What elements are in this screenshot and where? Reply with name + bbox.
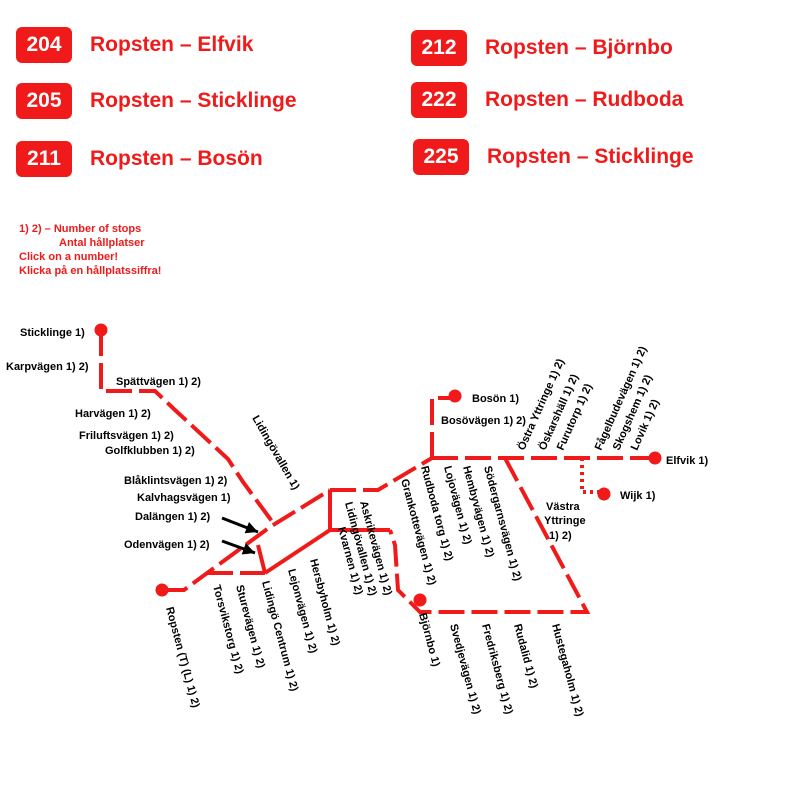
- terminal-dots: [94, 323, 662, 607]
- route-name[interactable]: Ropsten – Björnbo: [485, 36, 673, 59]
- ropsten-terminal-dot: [155, 583, 169, 597]
- stop-label-ropsten[interactable]: Ropsten (T) (L) 1) 2): [163, 606, 202, 710]
- route-number-badge[interactable]: 211: [16, 141, 72, 177]
- route-number-badge[interactable]: 222: [411, 82, 467, 118]
- stop-label-elfvikstop[interactable]: Elfvik 1): [666, 455, 709, 467]
- stop-label-blaklintsvagen[interactable]: Blåklintsvägen 1) 2): [124, 475, 228, 487]
- route-211[interactable]: 211 Ropsten – Bosön: [16, 141, 263, 177]
- arrow-icon: [221, 516, 259, 534]
- stop-label-golfklubben[interactable]: Golfklubben 1) 2): [105, 445, 195, 457]
- route-name[interactable]: Ropsten – Rudboda: [485, 88, 684, 111]
- route-204[interactable]: 204 Ropsten – Elfvik: [16, 27, 253, 63]
- route-205[interactable]: 205 Ropsten – Sticklinge: [16, 83, 297, 119]
- wijk-terminal-dot: [597, 487, 611, 501]
- stop-label-harvagen[interactable]: Harvägen 1) 2): [75, 408, 151, 420]
- stop-label-vastra-yttringe-2[interactable]: Yttringe: [544, 515, 586, 527]
- arrow-icon: [221, 539, 256, 555]
- stop-label-vastra-yttringe-1[interactable]: Västra: [546, 501, 581, 513]
- stop-label-spattvagen[interactable]: Spättvägen 1) 2): [116, 376, 201, 388]
- sticklinge-terminal-dot: [94, 323, 108, 337]
- stop-label-kalvhagsvagen[interactable]: Kalvhagsvägen 1): [137, 492, 231, 504]
- route-number-badge[interactable]: 225: [413, 139, 469, 175]
- stop-label-friluftsvagen[interactable]: Friluftsvägen 1) 2): [79, 430, 174, 442]
- route-name[interactable]: Ropsten – Sticklinge: [487, 145, 694, 168]
- route-number-badge[interactable]: 212: [411, 30, 467, 66]
- bjornbo-terminal-dot: [413, 593, 427, 607]
- bosonstop-terminal-dot: [448, 389, 462, 403]
- legend-line: Antal hållplatser: [59, 237, 145, 249]
- stop-label-rudalid[interactable]: Rudalid 1) 2): [511, 623, 540, 690]
- route-212[interactable]: 212 Ropsten – Björnbo: [411, 30, 673, 66]
- stop-label-svedjevagen[interactable]: Svedjevägen 1) 2): [447, 623, 483, 716]
- route-line-segment: [162, 488, 332, 592]
- legend: 1) 2) – Number of stops Antal hållplatse…: [19, 222, 161, 278]
- stop-label-wijk[interactable]: Wijk 1): [620, 490, 656, 502]
- route-line-segment: [256, 544, 267, 574]
- route-number-badge[interactable]: 205: [16, 83, 72, 119]
- stop-label-fredriksberg[interactable]: Fredriksberg 1) 2): [479, 623, 515, 716]
- route-number-badge[interactable]: 204: [16, 27, 72, 63]
- stop-label-odenvagen[interactable]: Odenvägen 1) 2): [124, 539, 210, 551]
- route-222[interactable]: 222 Ropsten – Rudboda: [411, 82, 683, 118]
- legend-line: Klicka på en hållplatssiffra!: [19, 265, 162, 277]
- legend-line: 1) 2) – Number of stops: [19, 223, 142, 235]
- stop-label-lidingovallen1[interactable]: Lidingövallen 1): [249, 414, 301, 493]
- route-line-segment: [263, 528, 332, 575]
- stop-label-karpvagen[interactable]: Karpvägen 1) 2): [6, 361, 89, 373]
- stop-label-sticklinge[interactable]: Sticklinge 1): [20, 327, 85, 339]
- route-lines: [99, 330, 655, 614]
- route-name[interactable]: Ropsten – Bosön: [90, 147, 263, 170]
- route-line-segment: [388, 457, 591, 614]
- route-225[interactable]: 225 Ropsten – Sticklinge: [413, 139, 694, 175]
- stop-labels[interactable]: Sticklinge 1) Karpvägen 1) 2) Spättvägen 1…: [6, 327, 709, 718]
- route-line-segment: [330, 456, 434, 492]
- stop-label-dalangen[interactable]: Dalängen 1) 2): [135, 511, 211, 523]
- route-line-segment: [580, 458, 604, 494]
- stop-label-bjornbo[interactable]: Björnbo 1): [416, 612, 442, 669]
- legend-line: Click on a number!: [19, 251, 119, 263]
- route-name[interactable]: Ropsten – Sticklinge: [90, 89, 297, 112]
- route-name[interactable]: Ropsten – Elfvik: [90, 33, 254, 56]
- elfvik-terminal-dot: [648, 451, 662, 465]
- stop-label-bosovagen[interactable]: Bosövägen 1) 2): [441, 415, 526, 427]
- route-line-segment: [430, 396, 455, 458]
- stop-label-bosonstop[interactable]: Bosön 1): [472, 393, 519, 405]
- route-line-segment: [99, 330, 276, 526]
- stop-label-hustegaholm[interactable]: Hustegaholm 1) 2): [549, 623, 585, 719]
- stop-label-vastra-yttringe-3[interactable]: 1) 2): [549, 530, 572, 542]
- pointer-arrows: [221, 516, 259, 555]
